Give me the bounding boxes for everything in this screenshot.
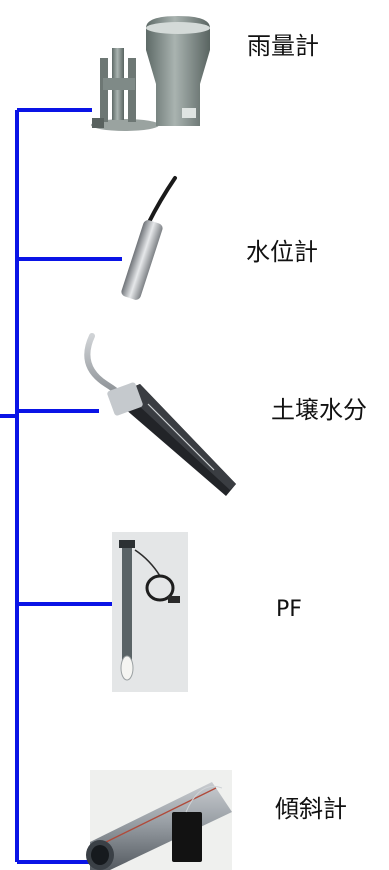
label-soil-moisture: 土壌水分 (271, 396, 367, 424)
pf-tensiometer-icon (112, 532, 188, 692)
connector-lines (0, 108, 122, 864)
inclinometer-icon (86, 770, 232, 870)
rain-gauge-icon (91, 16, 210, 131)
water-level-sensor-icon (121, 176, 177, 300)
label-pf: PF (276, 597, 302, 622)
label-water-level: 水位計 (246, 238, 318, 266)
label-inclinometer: 傾斜計 (275, 795, 347, 823)
label-rain-gauge: 雨量計 (247, 32, 319, 60)
soil-moisture-sensor-icon (84, 333, 236, 496)
